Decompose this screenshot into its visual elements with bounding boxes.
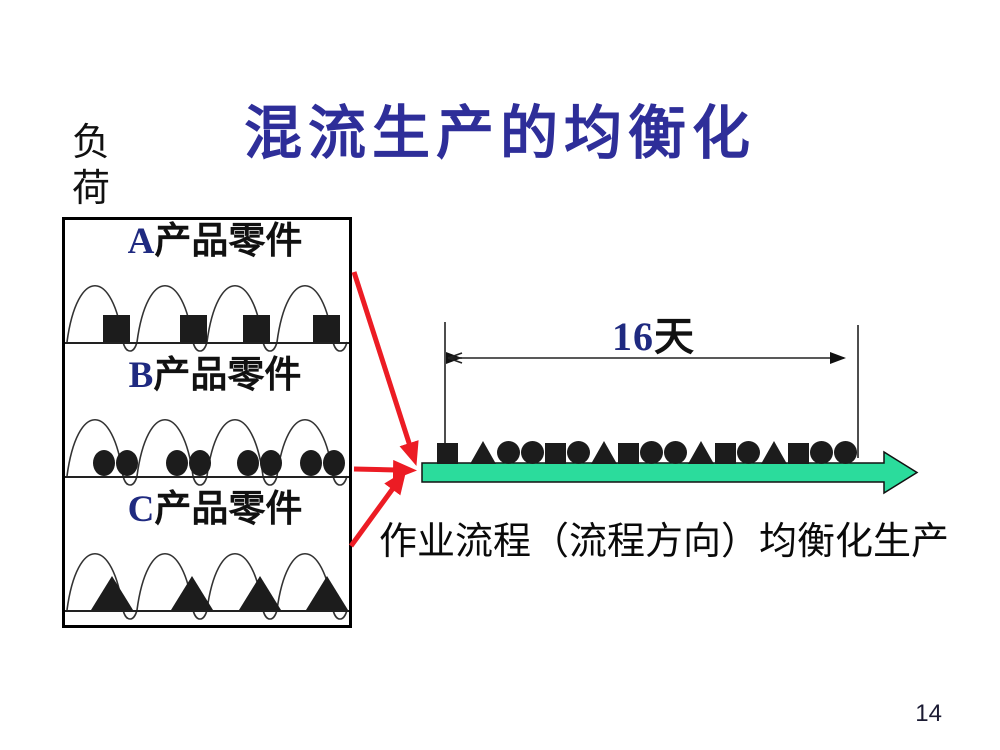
triangle-sequence-shape [591, 441, 617, 464]
load-section-a: A产品零件 [65, 220, 349, 354]
circle-sequence-shape [497, 441, 520, 464]
square-sequence-shape [545, 443, 566, 464]
section-b-label-text: 产品零件 [153, 355, 302, 396]
dimension-arrowhead-left [447, 352, 463, 364]
section-a-baseline [65, 342, 349, 344]
square-load-shape [243, 315, 270, 342]
circle-sequence-shape [664, 441, 687, 464]
triangle-sequence-shape [761, 441, 787, 464]
red-arrow-from-b [353, 459, 417, 480]
section-c-baseline [65, 610, 349, 612]
duration-unit: 天 [654, 314, 694, 359]
section-a-letter: A [127, 221, 155, 262]
red-converging-arrows [348, 271, 419, 548]
flow-caption: 作业流程（流程方向）均衡化生产 [379, 521, 950, 563]
circle-load-shape [300, 450, 322, 476]
circle-load-shape [116, 450, 138, 476]
page-number: 14 [915, 700, 942, 727]
circle-load-shape [166, 450, 188, 476]
square-sequence-shape [715, 443, 736, 464]
section-b-label: B产品零件 [65, 354, 349, 396]
square-load-shape [180, 315, 207, 342]
section-b-letter: B [128, 355, 154, 396]
red-arrow-from-c [348, 470, 407, 548]
circle-sequence-shape [567, 441, 590, 464]
section-b-baseline [65, 476, 349, 478]
section-b-wave-area [65, 396, 349, 488]
square-load-shape [103, 315, 130, 342]
duration-number: 16 [612, 314, 654, 359]
square-load-shape [313, 315, 340, 342]
section-a-wave-area [65, 262, 349, 354]
red-arrow-from-a [351, 271, 419, 466]
circle-sequence-shape [810, 441, 833, 464]
duration-label: 16天 [612, 304, 694, 362]
circle-load-shape [323, 450, 345, 476]
load-panel: A产品零件 B产品零件 C产品零件 [62, 217, 352, 628]
section-c-label: C产品零件 [65, 488, 349, 530]
section-c-letter: C [127, 489, 155, 530]
circle-sequence-shape [737, 441, 760, 464]
dimension-line-16-days [444, 322, 859, 461]
triangle-load-shape [306, 576, 348, 610]
circle-load-shape [237, 450, 259, 476]
circle-load-shape [189, 450, 211, 476]
circle-load-shape [260, 450, 282, 476]
load-section-b: B产品零件 [65, 354, 349, 488]
circle-sequence-shape [640, 441, 663, 464]
circle-load-shape [93, 450, 115, 476]
square-sequence-shape [788, 443, 809, 464]
load-axis-label: 负荷 [72, 122, 111, 210]
section-c-wave-area [65, 530, 349, 622]
section-c-label-text: 产品零件 [154, 489, 303, 530]
square-sequence-shape [437, 443, 458, 464]
leveled-production-sequence [437, 440, 857, 464]
section-a-label-text: 产品零件 [154, 221, 303, 262]
triangle-sequence-shape [470, 441, 496, 464]
square-sequence-shape [618, 443, 639, 464]
flow-direction-arrow [421, 450, 919, 495]
load-section-c: C产品零件 [65, 488, 349, 622]
triangle-sequence-shape [688, 441, 714, 464]
page-title: 混流生产的均衡化 [243, 101, 756, 166]
section-a-label: A产品零件 [65, 220, 349, 262]
circle-sequence-shape [521, 441, 544, 464]
circle-sequence-shape [834, 441, 857, 464]
triangle-load-shape [171, 576, 213, 610]
triangle-load-shape [91, 576, 133, 610]
triangle-load-shape [239, 576, 281, 610]
